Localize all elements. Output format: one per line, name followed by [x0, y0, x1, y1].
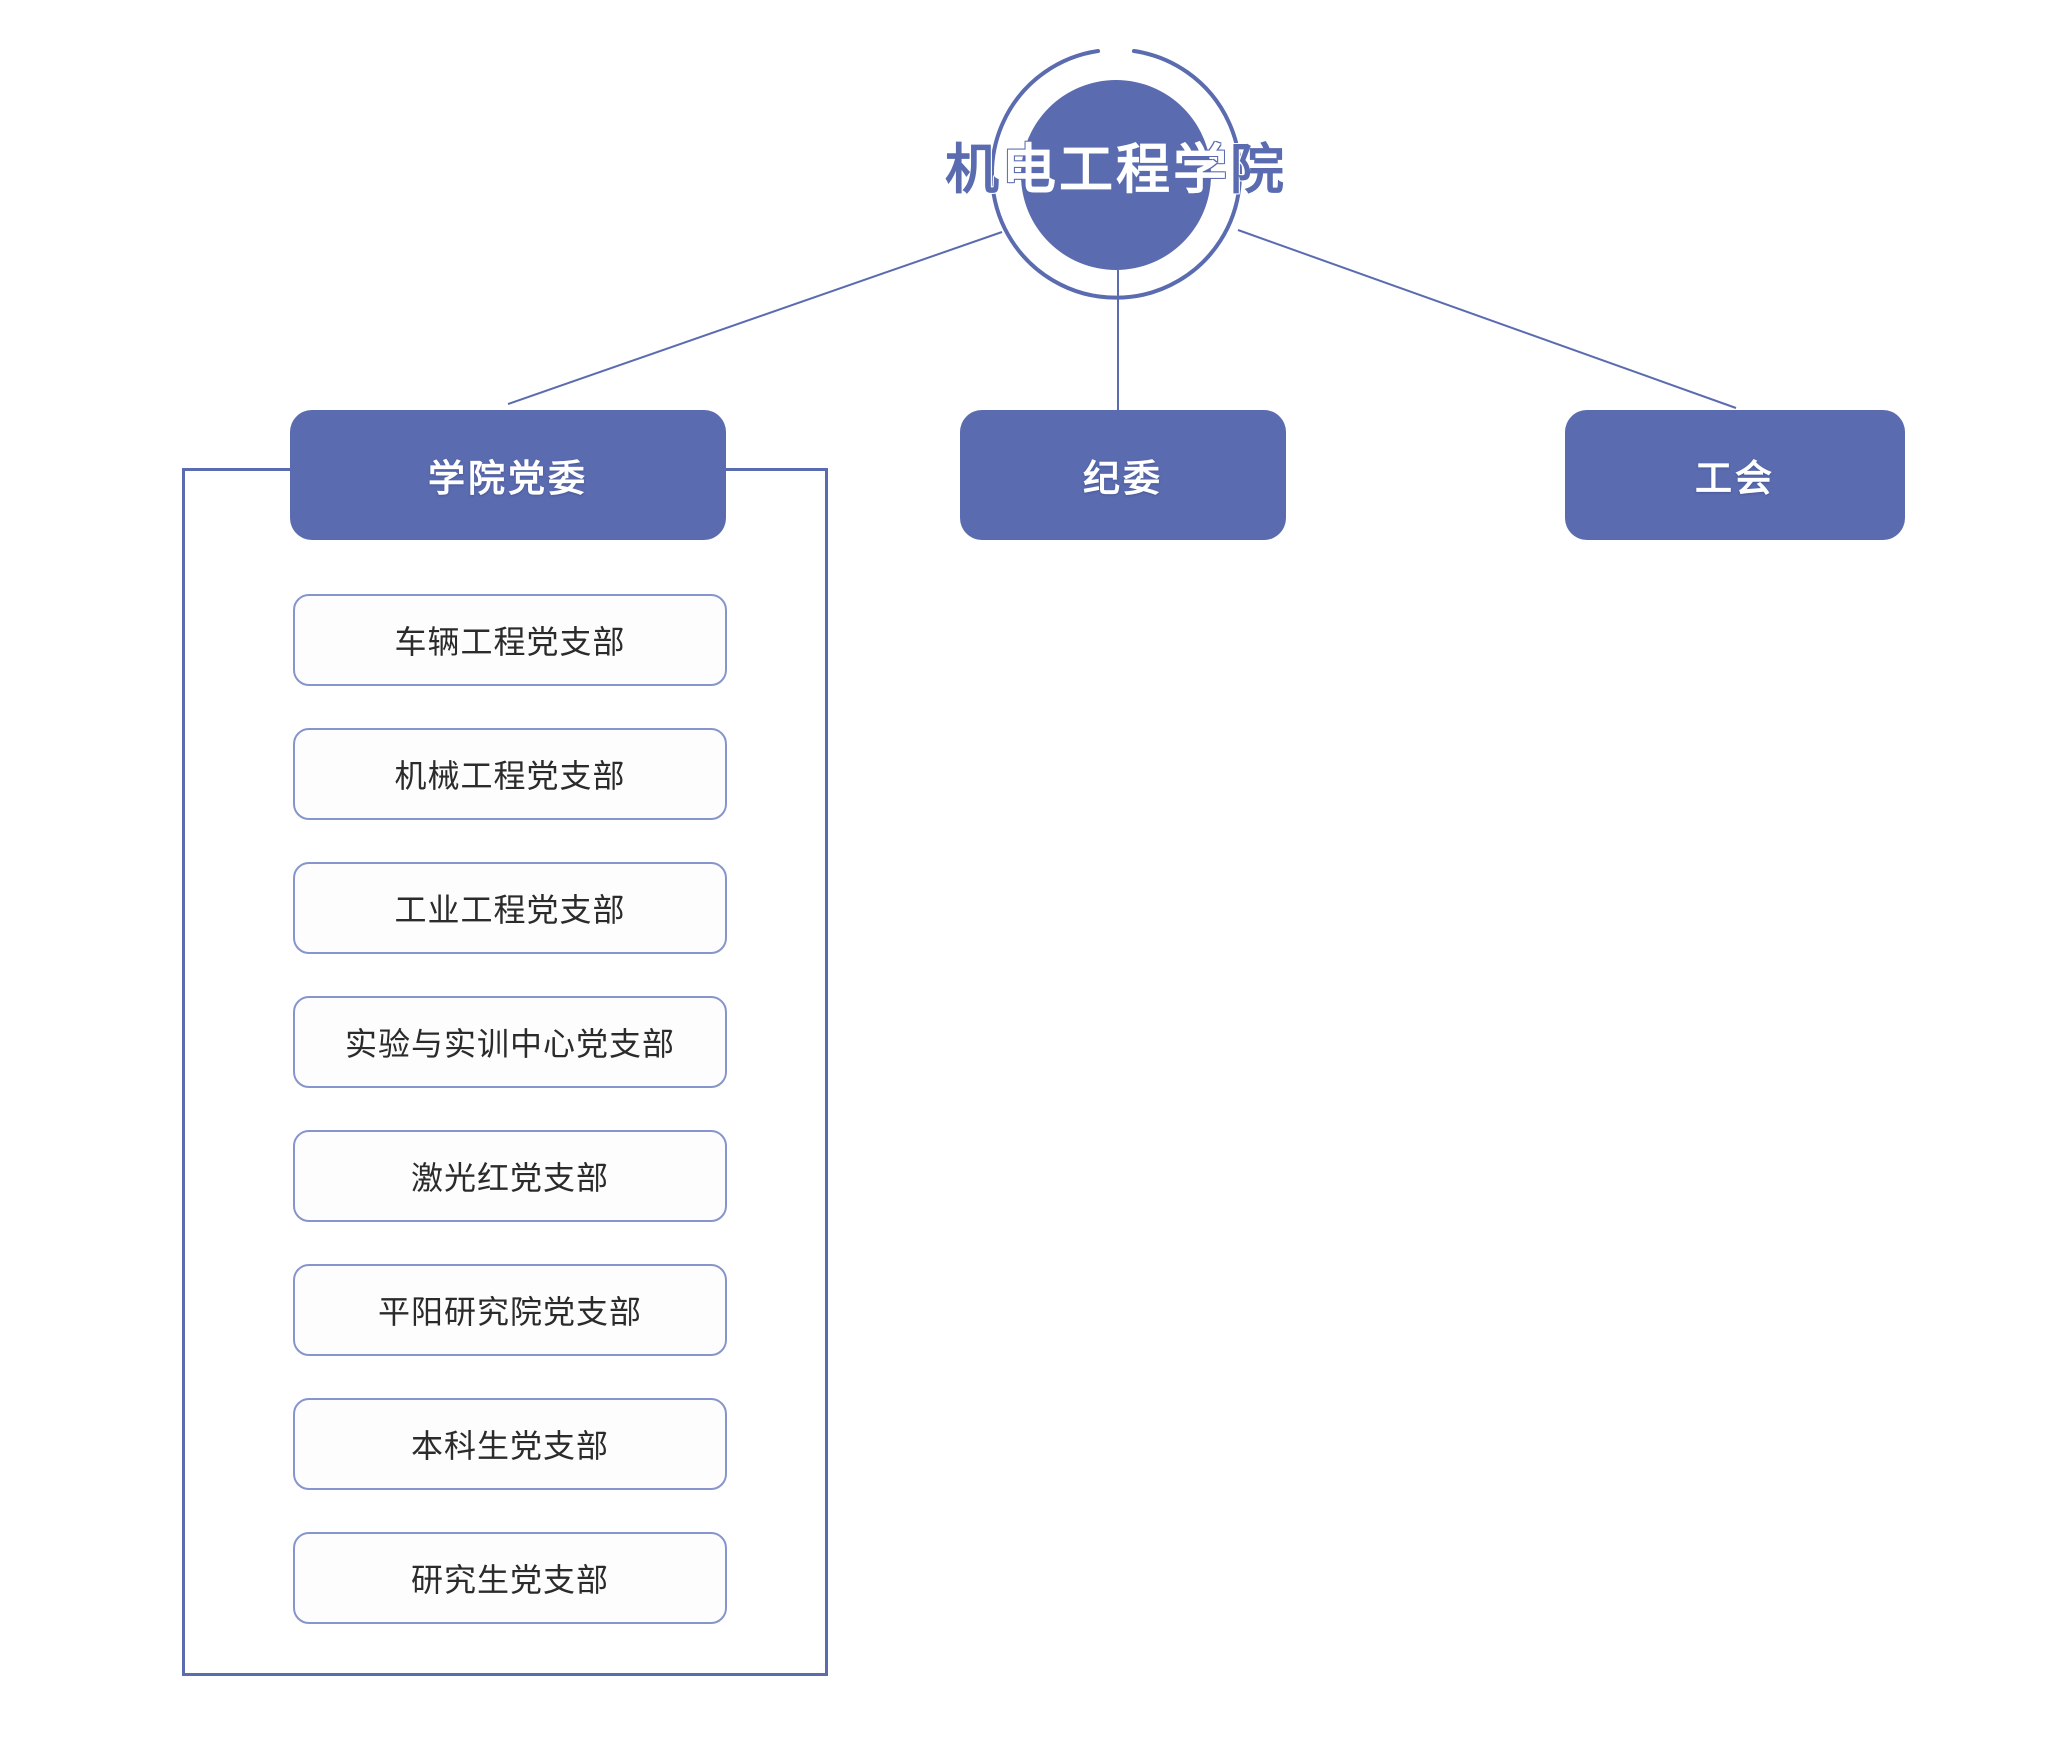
- root-node-label: 机电工程学院: [846, 143, 1386, 197]
- node-jiguanghong[interactable]: 激光红党支部: [293, 1130, 727, 1222]
- root-label-right-part: 院: [1230, 140, 1287, 200]
- node-label: 学院党委: [428, 458, 588, 499]
- node-jiwei[interactable]: 纪委: [960, 410, 1286, 540]
- edge-root-to-dangwei: [507, 231, 1003, 405]
- node-yanjiusheng[interactable]: 研究生党支部: [293, 1532, 727, 1624]
- node-label: 研究生党支部: [410, 1562, 609, 1598]
- node-label: 工业工程党支部: [394, 892, 626, 928]
- node-gongye-gongcheng[interactable]: 工业工程党支部: [293, 862, 727, 954]
- node-shiyan-shixun-zhongxin[interactable]: 实验与实训中心党支部: [293, 996, 727, 1088]
- edge-root-to-gonghui: [1237, 229, 1737, 409]
- node-xueyuan-dangwei[interactable]: 学院党委: [290, 410, 726, 540]
- node-label: 本科生党支部: [410, 1428, 609, 1464]
- node-benkesheng[interactable]: 本科生党支部: [293, 1398, 727, 1490]
- root-label-left-part: 机: [945, 140, 1002, 200]
- node-label: 激光红党支部: [410, 1160, 609, 1196]
- node-label: 机械工程党支部: [394, 758, 626, 794]
- node-label: 实验与实训中心党支部: [344, 1026, 675, 1062]
- node-cheliang-gongcheng[interactable]: 车辆工程党支部: [293, 594, 727, 686]
- root-label-center-part: 电工程学: [1002, 140, 1230, 200]
- node-label: 平阳研究院党支部: [377, 1294, 642, 1330]
- node-label: 车辆工程党支部: [394, 624, 626, 660]
- node-pingyang-yanjiuyuan[interactable]: 平阳研究院党支部: [293, 1264, 727, 1356]
- node-gonghui[interactable]: 工会: [1565, 410, 1905, 540]
- node-jixie-gongcheng[interactable]: 机械工程党支部: [293, 728, 727, 820]
- node-label: 工会: [1695, 458, 1775, 499]
- node-label: 纪委: [1083, 458, 1163, 499]
